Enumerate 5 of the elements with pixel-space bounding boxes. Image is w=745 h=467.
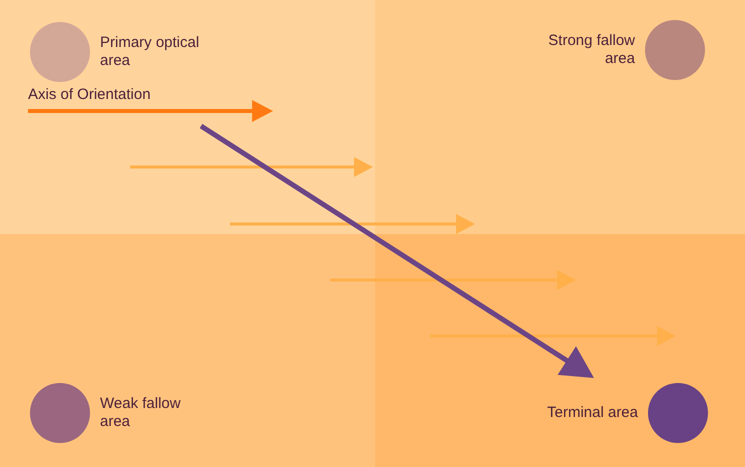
area-label: Weak fallow area	[100, 395, 182, 431]
axis-label: Axis of Orientation	[28, 86, 151, 104]
area-label: Strong fallow area	[547, 32, 635, 68]
area-label: Primary optical area	[100, 34, 200, 70]
area-label: Terminal area	[546, 404, 638, 422]
